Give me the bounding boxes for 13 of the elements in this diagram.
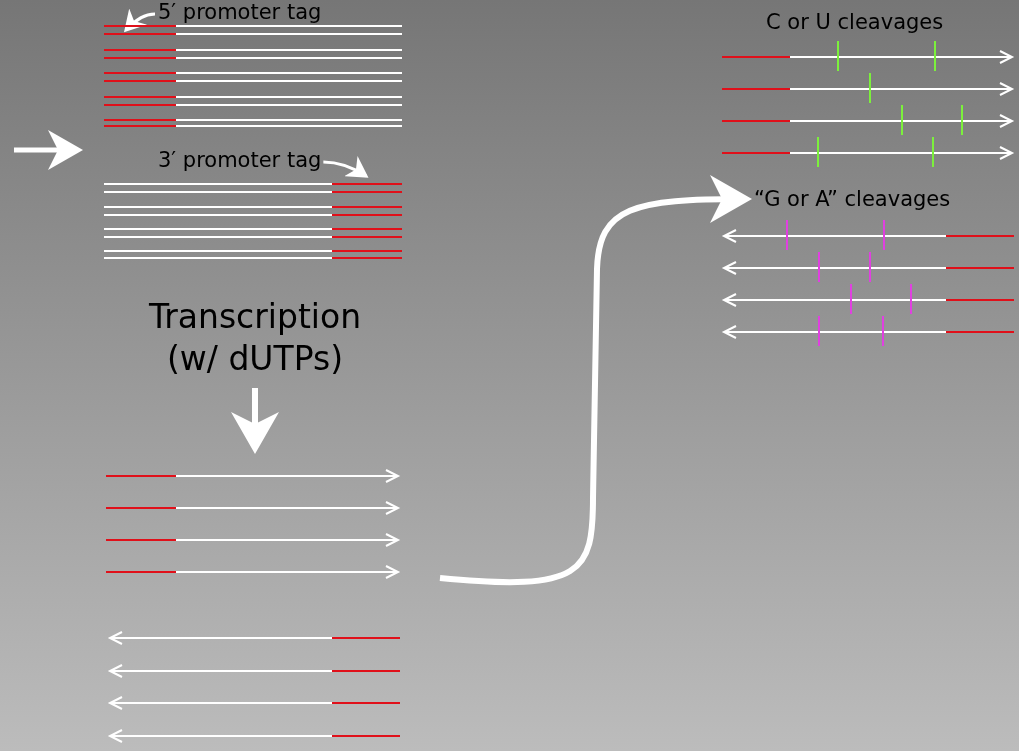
leader-arrow	[123, 8, 156, 33]
dna-strands-drawing	[104, 180, 402, 262]
heading-label: 5′ promoter tag	[158, 0, 322, 25]
curved-arrow	[439, 175, 752, 585]
leader-arrow	[323, 156, 369, 178]
dna-strands-drawing	[720, 38, 1016, 170]
heading-label: 3′ promoter tag	[158, 147, 322, 173]
dna-strands-drawing	[104, 466, 402, 580]
arrow	[14, 130, 83, 170]
heading-label: C or U cleavages	[766, 9, 944, 35]
heading-label: “G or A” cleavages	[754, 186, 951, 212]
step-label: Transcription (w/ dUTPs)	[130, 296, 380, 380]
arrow	[231, 388, 279, 454]
